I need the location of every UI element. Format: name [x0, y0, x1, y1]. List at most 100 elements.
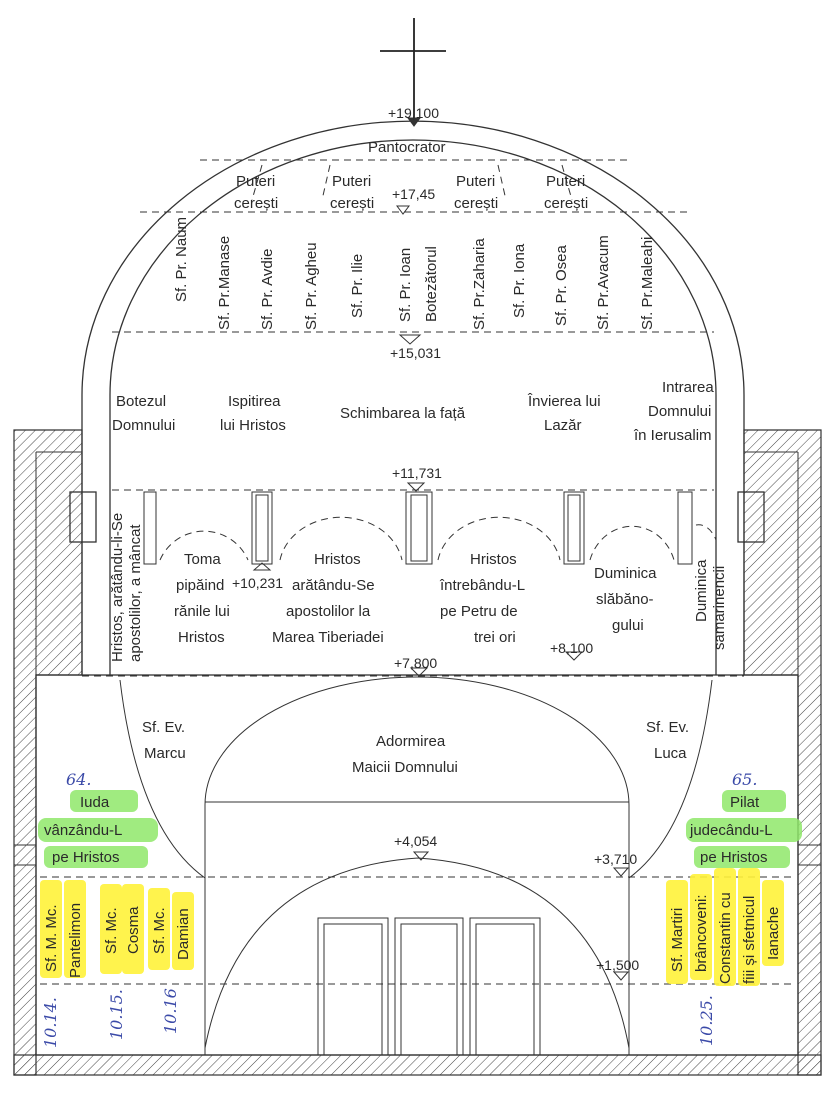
prophet-zaharia: Sf. Pr.Zaharia: [471, 238, 488, 330]
saint-cosma-line1: Sf. Mc.: [103, 907, 120, 954]
marcu-line1: Sf. Ev.: [142, 719, 185, 736]
right-vertical-line1: Duminica: [693, 559, 710, 622]
marcu-line2: Marcu: [144, 745, 186, 762]
main-vault-arc: [204, 676, 630, 878]
brancoveni-line4: fiii și sfetnicul: [741, 896, 758, 984]
adormirea-line2: Maicii Domnului: [352, 759, 458, 776]
intrarea-line3: în Ierusalim: [633, 427, 712, 444]
slabanog-line2: slăbăno-: [596, 591, 654, 608]
toma-line1: Toma: [184, 551, 221, 568]
prophet-ioan-botezatorul: Botezătorul: [423, 246, 440, 322]
hand-number-1016: 10.16: [161, 988, 180, 1034]
toma-line2: pipăind: [176, 577, 224, 594]
elev-right-level: +8,100: [550, 640, 593, 656]
feast-labels: Botezul Domnului Ispitirea lui Hristos S…: [112, 379, 714, 444]
invierea-line1: Învierea lui: [527, 393, 601, 410]
handwritten-annotations: 64. 65. 10.14. 10.15. 10.16 10.25.: [41, 770, 757, 1048]
iuda-line3: pe Hristos: [52, 849, 120, 866]
elev-drum-top: +15,031: [390, 345, 441, 361]
saint-pantelimon-line2: Pantelimon: [67, 903, 84, 978]
elev-inner-vault: +4,054: [394, 833, 437, 849]
invierea-line2: Lazăr: [544, 417, 582, 434]
saint-pantelimon-line1: Sf. M. Mc.: [43, 905, 60, 973]
ispitirea-line1: Ispitirea: [228, 393, 281, 410]
ispitirea-line2: lui Hristos: [220, 417, 286, 434]
puteri-3-line2: cerești: [454, 195, 498, 212]
pilat-line1: Pilat: [730, 794, 760, 811]
puteri-2-line2: cerești: [330, 195, 374, 212]
prophet-maleahi: Sf. Pr.Maleahi: [639, 237, 656, 330]
toma-line3: rănile lui: [174, 603, 230, 620]
slabanog-line3: gului: [612, 617, 644, 634]
pantocrator-label: Pantocrator: [368, 139, 446, 156]
hand-number-1025: 10.25.: [697, 995, 716, 1046]
botezul-line2: Domnului: [112, 417, 175, 434]
puteri-2-line1: Puteri: [332, 173, 371, 190]
elev-drum-base: +11,731: [392, 465, 442, 481]
elev-window-sill: +10,231: [232, 575, 283, 591]
apse-arc: [204, 857, 630, 1055]
petru-line4: trei ori: [474, 629, 516, 646]
elev-vault-springing: +7,800: [394, 655, 437, 671]
prophet-ilie: Sf. Pr. Ilie: [349, 254, 366, 318]
structure-lines: [13, 18, 822, 1076]
luca-line2: Luca: [654, 745, 687, 762]
puteri-4-line1: Puteri: [546, 173, 585, 190]
slabanog-line1: Duminica: [594, 565, 657, 582]
floor-slab: [13, 1054, 822, 1076]
dome-inner-arc: [109, 139, 717, 484]
puteri-dividers: [251, 164, 573, 201]
drum-dashed-arches: [159, 516, 717, 561]
tiberiadei-line4: Marea Tiberiadei: [272, 629, 384, 646]
saint-cosma-line2: Cosma: [125, 906, 142, 954]
iuda-line1: Iuda: [80, 794, 110, 811]
pilat-line3: pe Hristos: [700, 849, 768, 866]
prophet-agheu: Sf. Pr. Agheu: [303, 242, 320, 330]
prophet-avacum: Sf. Pr.Avacum: [595, 235, 612, 330]
drum-window-slits: [143, 491, 693, 565]
saint-damian-line1: Sf. Mc.: [151, 907, 168, 954]
hand-number-64: 64.: [66, 770, 91, 789]
prophet-ioan: Sf. Pr. Ioan: [397, 248, 414, 322]
hand-number-1014: 10.14.: [41, 997, 60, 1048]
level-dashed-lines: [40, 159, 794, 985]
elev-lower-level: +1,500: [596, 957, 639, 973]
schimbarea-label: Schimbarea la față: [340, 405, 466, 422]
brancoveni-line5: Ianache: [765, 907, 782, 960]
highlight-marks: [38, 790, 802, 986]
brancoveni-line1: Sf. Martiri: [669, 908, 686, 972]
tiberiadei-line2: arătându-Se: [292, 577, 375, 594]
left-vertical-line2: apostolilor, a mâncat: [127, 524, 144, 662]
brancoveni-line2: brâncoveni:: [693, 894, 710, 972]
elev-pantocrator-level: +17,45: [392, 186, 435, 202]
intrarea-line2: Domnului: [648, 403, 711, 420]
luca-line1: Sf. Ev.: [646, 719, 689, 736]
adormirea-line1: Adormirea: [376, 733, 446, 750]
brancoveni-line3: Constantin cu: [717, 892, 734, 984]
prophet-avdie: Sf. Pr. Avdie: [259, 249, 276, 330]
petru-line3: pe Petru de: [440, 603, 518, 620]
lower-zone-labels: Sf. Ev. Marcu Sf. Ev. Luca Adormirea Mai…: [43, 719, 782, 984]
elev-side-level: +3,710: [594, 851, 637, 867]
tiberiadei-line1: Hristos: [314, 551, 361, 568]
hand-number-1015: 10.15.: [107, 989, 126, 1040]
petru-line2: întrebându-L: [439, 577, 525, 594]
left-vertical-line1: Hristos, arătându-li-Se: [109, 513, 126, 662]
elev-top: +19,100: [388, 105, 439, 121]
drum-scene-labels: Hristos, arătându-li-Se apostolilor, a m…: [109, 513, 728, 662]
petru-line1: Hristos: [470, 551, 517, 568]
puteri-4-line2: cerești: [544, 195, 588, 212]
puteri-1-line2: cerești: [234, 195, 278, 212]
prophet-osea: Sf. Pr. Osea: [553, 244, 570, 326]
iconostasis-doors: [317, 917, 541, 1056]
pilat-line2: judecându-L: [689, 822, 773, 839]
prophet-manase: Sf. Pr.Manase: [216, 236, 233, 330]
iuda-line2: vânzându-L: [44, 822, 122, 839]
dome-labels: Pantocrator Puteri cerești Puteri cereșt…: [173, 139, 656, 330]
intrarea-line1: Intrarea: [662, 379, 714, 396]
elevation-markers: [252, 117, 630, 981]
tiberiadei-line3: apostolilor la: [286, 603, 371, 620]
right-vertical-line2: samarinencii: [711, 566, 728, 650]
saint-damian-line2: Damian: [175, 908, 192, 960]
